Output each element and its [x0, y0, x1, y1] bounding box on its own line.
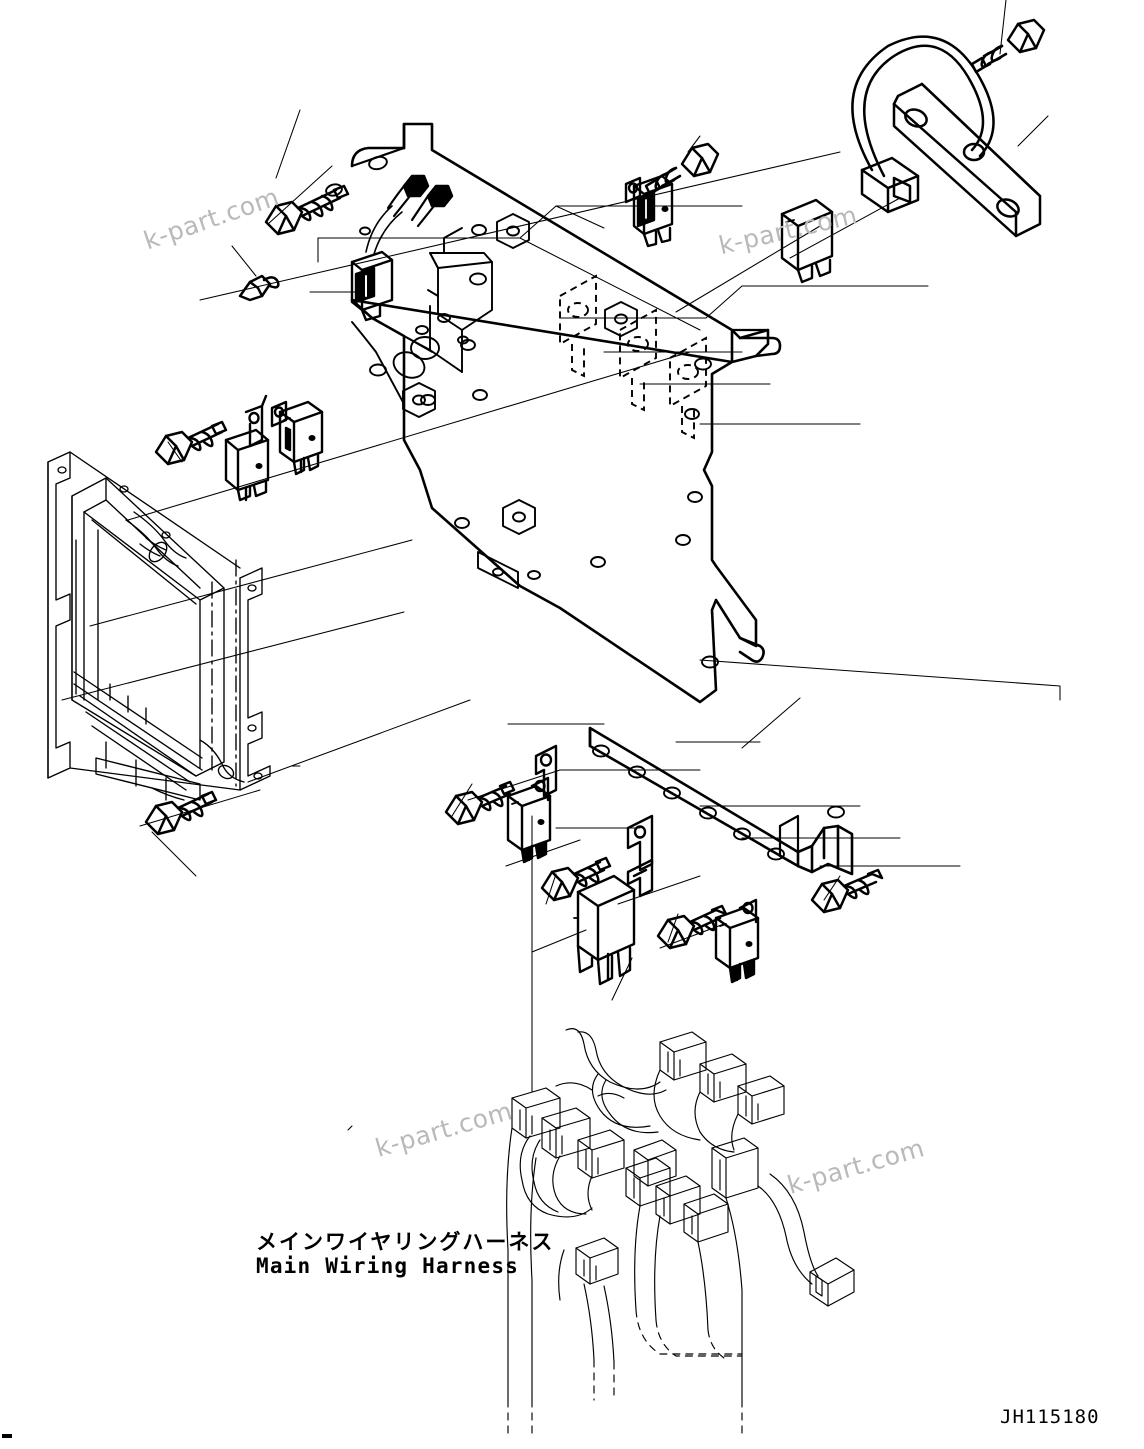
callout-leaders — [151, 0, 1049, 1131]
plate-bosses — [402, 213, 638, 535]
harness-hidden-cables — [507, 1309, 743, 1437]
plate-holes — [325, 155, 719, 669]
relay-module — [244, 394, 324, 476]
drawing-number: JH115180 — [1000, 1406, 1100, 1428]
harness-connector — [737, 1075, 785, 1125]
harness-connector — [541, 1107, 591, 1159]
plate-pin-lower — [738, 636, 765, 663]
harness-connector — [699, 1053, 747, 1103]
cable-loop — [863, 44, 985, 178]
relay-module — [506, 776, 552, 864]
stud-screw — [410, 184, 454, 228]
clip-bracket — [626, 814, 654, 898]
caption-english: Main Wiring Harness — [256, 1254, 520, 1278]
hex-flange-bolt — [444, 780, 516, 826]
plate-lower-lip — [351, 321, 426, 441]
hex-flange-bolt — [264, 184, 350, 236]
caption-japanese: メインワイヤリングハーネス — [256, 1230, 555, 1254]
projection-lines — [61, 151, 1061, 953]
hex-flange-bolt — [970, 18, 1046, 74]
hex-flange-bolt — [144, 790, 218, 836]
cooler-header — [73, 671, 203, 801]
hex-flange-bolt — [810, 868, 884, 914]
hex-flange-bolt — [154, 420, 228, 466]
harness-connector — [711, 1137, 759, 1199]
harness-connector — [655, 1175, 701, 1225]
stud-screw — [238, 274, 280, 302]
cooler-mount-tabs — [57, 466, 263, 780]
relay-module — [573, 874, 636, 986]
hidden-relay-sockets — [559, 274, 707, 440]
stud-screw — [386, 174, 430, 218]
relay-module — [224, 428, 270, 502]
harness-connector — [575, 1237, 619, 1285]
harness-connector — [683, 1193, 729, 1243]
harness-cables — [506, 1028, 819, 1401]
hex-flange-bolt — [656, 904, 728, 950]
cooler-inlet — [125, 511, 187, 567]
plate-pin-upper — [738, 336, 782, 358]
clip-bracket — [534, 744, 558, 798]
harness-trunk — [555, 1082, 625, 1099]
rail-outline — [588, 726, 854, 876]
hex-flange-bolt — [644, 142, 720, 196]
relay-module — [714, 898, 760, 984]
relay-module — [350, 205, 403, 322]
harness-connector — [633, 1139, 677, 1187]
relay-module — [780, 198, 834, 284]
plate-lower-flange — [477, 551, 519, 589]
plate-inner-shelf — [403, 227, 493, 373]
harness-connector — [659, 1031, 707, 1081]
cooler-frames — [47, 451, 271, 791]
corner-tick — [2, 1434, 12, 1438]
hex-flange-bolt — [540, 856, 612, 902]
harness-connector — [511, 1087, 561, 1139]
cable-connector — [860, 156, 920, 214]
harness-end-connector — [809, 1257, 855, 1307]
harness-connector — [577, 1129, 625, 1179]
cooler-centerline — [211, 559, 237, 787]
